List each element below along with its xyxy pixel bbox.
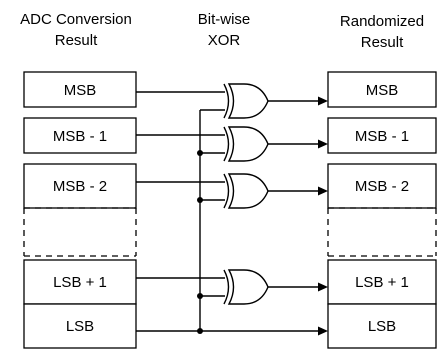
adc-cell-msb: MSB [23, 71, 137, 108]
junction-dot [197, 197, 203, 203]
adc-cell-ellipsis [23, 207, 137, 257]
adc-register: MSB MSB - 1 MSB - 2 LSB + 1 LSB [23, 71, 137, 349]
rand-cell-msb-2: MSB - 2 [327, 163, 437, 209]
adc-cell-lsb: LSB [23, 303, 137, 349]
rand-cell-label: MSB [366, 82, 399, 99]
xor-gate-icon [223, 173, 269, 209]
rand-header-line1: Randomized [340, 13, 424, 30]
adc-cell-msb-1: MSB - 1 [23, 117, 137, 154]
xor-gate-icon [223, 126, 269, 162]
arrow-right-icon [318, 96, 328, 106]
rand-cell-msb-1: MSB - 1 [327, 117, 437, 154]
xor-header-line1: Bit-wise [198, 11, 251, 28]
rand-cell-lsb: LSB [327, 303, 437, 349]
input-wires [136, 91, 320, 332]
arrow-right-icon [318, 326, 328, 336]
adc-cell-label: MSB - 1 [53, 128, 107, 145]
adc-header-line1: ADC Conversion [20, 11, 132, 28]
junction-dots [197, 150, 203, 334]
junction-dot [197, 150, 203, 156]
junction-dot [197, 293, 203, 299]
arrowheads [318, 96, 328, 336]
xor-gates [223, 83, 269, 305]
arrow-right-icon [318, 282, 328, 292]
adc-cell-label: MSB [64, 82, 97, 99]
arrow-right-icon [318, 139, 328, 149]
rand-header-line2: Result [361, 34, 404, 51]
xor-gate-icon [223, 269, 269, 305]
rand-cell-label: MSB - 1 [355, 128, 409, 145]
arrow-right-icon [318, 186, 328, 196]
randomized-register: MSB MSB - 1 MSB - 2 LSB + 1 LSB [327, 71, 437, 349]
xor-gate-icon [223, 83, 269, 119]
rand-cell-label: LSB + 1 [355, 274, 409, 291]
output-wires [268, 100, 320, 288]
rand-cell-lsb-1: LSB + 1 [327, 259, 437, 305]
adc-header-line2: Result [55, 32, 98, 49]
rand-cell-label: LSB [368, 318, 396, 335]
adc-cell-label: LSB [66, 318, 94, 335]
rand-cell-label: MSB - 2 [355, 178, 409, 195]
junction-dot [197, 328, 203, 334]
adc-cell-label: MSB - 2 [53, 178, 107, 195]
rand-cell-ellipsis [327, 207, 437, 257]
xor-header-line2: XOR [208, 32, 241, 49]
adc-cell-label: LSB + 1 [53, 274, 107, 291]
adc-cell-lsb-1: LSB + 1 [23, 259, 137, 305]
rand-cell-msb: MSB [327, 71, 437, 108]
adc-cell-msb-2: MSB - 2 [23, 163, 137, 209]
